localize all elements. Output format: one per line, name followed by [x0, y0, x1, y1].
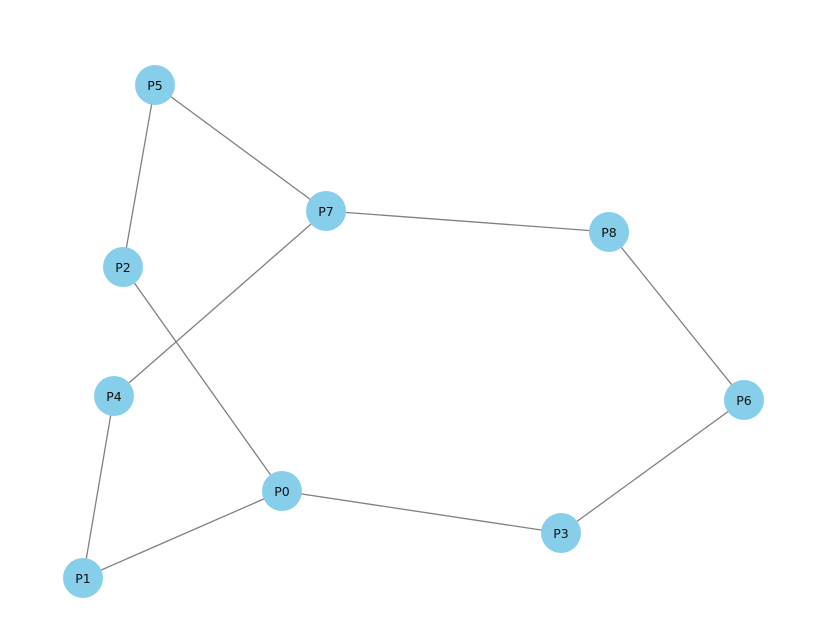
node-circle-P2[interactable]: [103, 247, 143, 287]
node-circle-P6[interactable]: [724, 380, 764, 420]
graph-edge-P3-P6: [560, 399, 745, 534]
graph-node-P1[interactable]: P1: [63, 558, 103, 598]
node-circle-P5[interactable]: [135, 65, 175, 105]
node-circle-P0[interactable]: [262, 471, 302, 511]
graph-edge-P4-P1: [82, 395, 115, 579]
graph-edge-P2-P0: [122, 266, 283, 492]
graph-edge-P5-P7: [154, 84, 327, 212]
graph-node-P5[interactable]: P5: [135, 65, 175, 105]
graph-node-P8[interactable]: P8: [589, 212, 629, 252]
edges-layer: [82, 84, 745, 579]
graph-edge-P7-P4: [113, 210, 327, 397]
node-circle-P1[interactable]: [63, 558, 103, 598]
node-circle-P3[interactable]: [541, 513, 581, 553]
graph-edge-P7-P8: [325, 210, 610, 233]
graph-node-P0[interactable]: P0: [262, 471, 302, 511]
graph-node-P3[interactable]: P3: [541, 513, 581, 553]
node-circle-P7[interactable]: [306, 191, 346, 231]
graph-node-P6[interactable]: P6: [724, 380, 764, 420]
graph-edge-P1-P0: [82, 490, 283, 579]
graph-node-P2[interactable]: P2: [103, 247, 143, 287]
node-circle-P8[interactable]: [589, 212, 629, 252]
graph-edge-P8-P6: [608, 231, 745, 401]
node-circle-P4[interactable]: [94, 376, 134, 416]
graph-edge-P0-P3: [281, 490, 562, 534]
graph-node-P7[interactable]: P7: [306, 191, 346, 231]
graph-node-P4[interactable]: P4: [94, 376, 134, 416]
graph-edge-P5-P2: [122, 84, 156, 268]
